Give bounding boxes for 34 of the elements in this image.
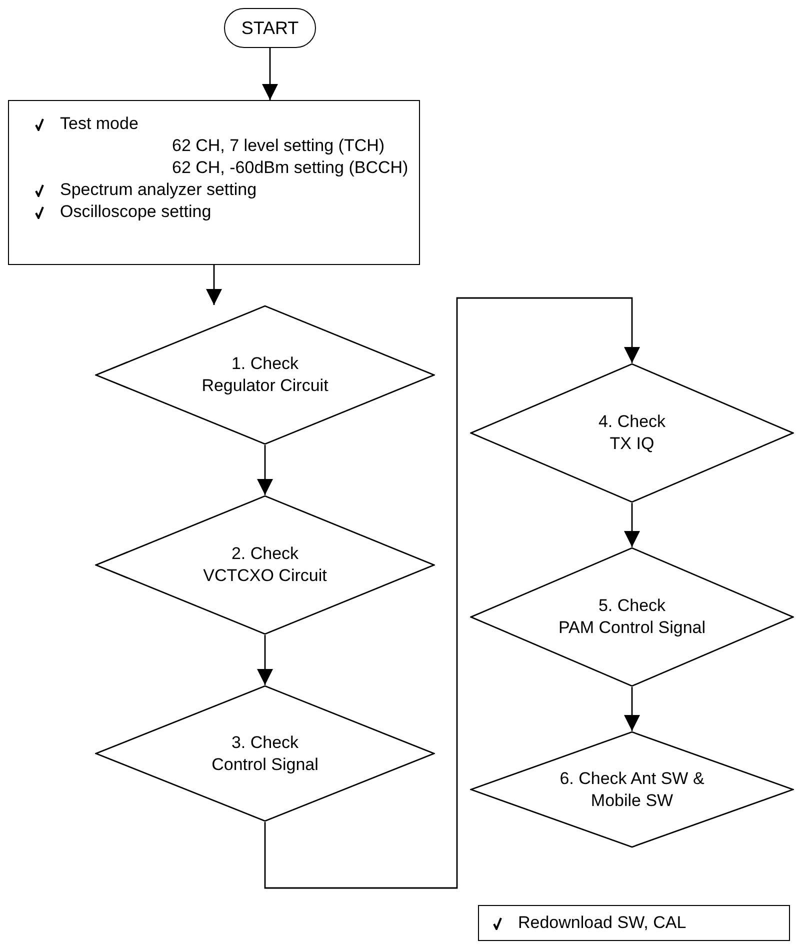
start-terminal: START [224,8,316,48]
setup-box [8,100,420,265]
setting-text: Spectrum analyzer setting [60,179,257,201]
decision-diamond [95,305,435,445]
decision-diamond [95,685,435,822]
diamond-label: Mobile SW [590,790,674,812]
diamond-label: TX IQ [610,433,654,455]
arrow [624,503,640,547]
diamond-label: Regulator Circuit [202,375,328,397]
diamond-label: PAM Control Signal [558,617,706,639]
diamond-label: 2. Check [231,543,299,565]
arrow [257,445,273,495]
diamond-label: 1. Check [231,353,299,375]
diamond-label: 5. Check [598,595,666,617]
decision-diamond [470,731,794,848]
diamond-label: 4. Check [598,411,666,433]
diamond-label: Control Signal [212,754,318,776]
diamond-label: 6. Check Ant SW & [560,768,704,790]
setting-text: 62 CH, 7 level setting (TCH) [171,135,385,157]
decision-diamond [95,495,435,635]
note-box [478,905,790,941]
decision-diamond [470,547,794,687]
arrow [624,687,640,731]
note-text: Redownload SW, CAL [518,912,686,934]
arrow [264,297,640,889]
arrow [206,265,222,305]
setting-text: Oscilloscope setting [60,201,212,223]
diamond-label: VCTCXO Circuit [203,565,327,587]
setting-text: 62 CH, -60dBm setting (BCCH) [171,157,408,179]
decision-diamond [470,363,794,503]
arrow [257,635,273,685]
diamond-label: 3. Check [231,732,299,754]
arrow [262,48,278,100]
setting-text: Test mode [60,113,138,135]
